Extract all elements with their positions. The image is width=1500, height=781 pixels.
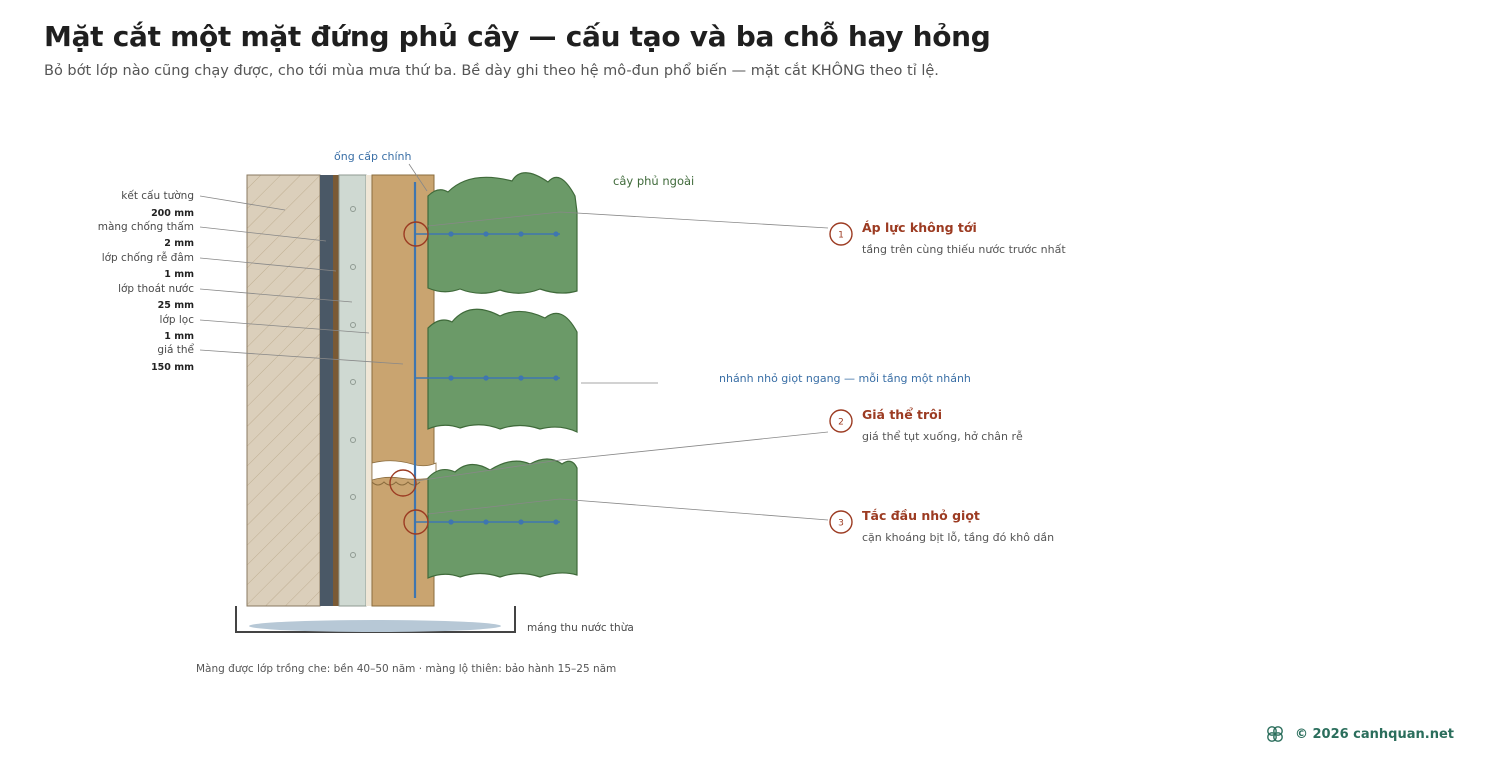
failure-3-title: Tắc đầu nhỏ giọt — [862, 508, 980, 523]
copyright-link[interactable]: © 2026 canhquan.net — [1294, 726, 1454, 742]
layer-thickness-root-barrier: 1 mm — [164, 269, 194, 280]
drainage-layer — [338, 174, 367, 607]
footer: © 2026 canhquan.net — [1265, 724, 1454, 744]
drip-branch-tier-1 — [415, 231, 560, 237]
wall-structure — [246, 174, 321, 607]
failure-leaders — [415, 211, 829, 521]
plant-tier-2 — [427, 308, 578, 433]
layer-thickness-drainage: 25 mm — [158, 300, 194, 311]
layer-leaders — [199, 195, 404, 365]
drip-branch-tier-3 — [415, 519, 560, 525]
layer-label-root-barrier: lớp chống rễ đâm — [102, 251, 194, 264]
failure-1-title: Áp lực không tới — [862, 220, 977, 235]
substrate-collapse-edge — [371, 481, 421, 486]
drip-branch-tier-2 — [415, 375, 560, 381]
outer-plants-label: cây phủ ngoài — [613, 174, 694, 188]
drip-branch-label: nhánh nhỏ giọt ngang — mỗi tầng một nhán… — [719, 372, 971, 385]
failure-3-number: 3 — [838, 519, 844, 529]
layer-thickness-wall: 200 mm — [151, 208, 194, 219]
layer-thickness-membrane: 2 mm — [164, 238, 194, 249]
plant-tier-1 — [427, 172, 578, 294]
overflow-gutter — [235, 606, 516, 633]
failure-1: 1 Áp lực không tới tầng trên cùng thiếu … — [829, 220, 1066, 256]
failure-1-number: 1 — [838, 231, 844, 241]
failure-3: 3 Tắc đầu nhỏ giọt cặn khoáng bịt lỗ, tầ… — [829, 508, 1054, 544]
layer-label-drainage: lớp thoát nước — [118, 283, 194, 295]
membrane-note: Màng được lớp trồng che: bền 40–50 năm ·… — [196, 663, 616, 675]
page-title: Mặt cắt một mặt đứng phủ cây — cấu tạo v… — [44, 20, 991, 53]
failure-2-title: Giá thể trôi — [862, 407, 942, 422]
layer-label-filter: lớp lọc — [160, 314, 195, 326]
knot-logo-icon — [1267, 726, 1283, 742]
layer-label-wall: kết cấu tường — [121, 190, 194, 202]
page-subtitle: Bỏ bớt lớp nào cũng chạy được, cho tới m… — [44, 63, 939, 79]
failure-2-desc: giá thể tụt xuống, hở chân rễ — [862, 430, 1023, 443]
layer-thickness-substrate: 150 mm — [151, 362, 194, 373]
main-pipe-label: ống cấp chính — [334, 150, 411, 163]
waterproof-membrane — [320, 175, 333, 606]
plant-tier-3 — [427, 458, 578, 579]
substrate — [371, 174, 435, 607]
root-barrier — [333, 175, 339, 606]
failure-3-desc: cặn khoáng bịt lỗ, tầng đó khô dần — [862, 531, 1054, 544]
layer-label-membrane: màng chống thấm — [98, 221, 194, 233]
failure-1-desc: tầng trên cùng thiếu nước trước nhất — [862, 243, 1066, 256]
drainage-dimples — [350, 206, 356, 558]
main-pipe-leader — [408, 163, 428, 192]
gutter-label: máng thu nước thừa — [527, 622, 634, 634]
layer-label-substrate: giá thể — [157, 343, 194, 356]
failure-2-number: 2 — [838, 418, 844, 428]
filter-layer — [366, 175, 372, 606]
layer-thickness-filter: 1 mm — [164, 331, 194, 342]
failure-markers — [389, 221, 429, 535]
failure-2: 2 Giá thể trôi giá thể tụt xuống, hở châ… — [829, 407, 1023, 443]
